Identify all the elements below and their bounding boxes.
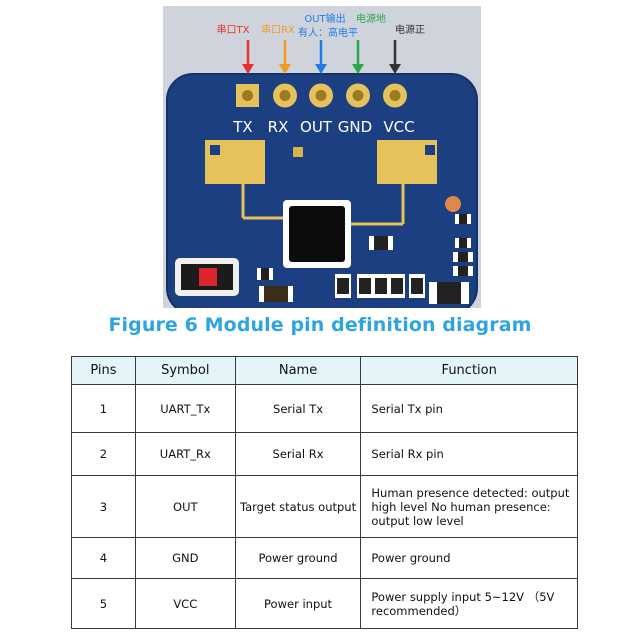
annotation-gnd: 电源地 bbox=[356, 12, 386, 25]
led-connector bbox=[175, 258, 239, 296]
header-name: Name bbox=[234, 356, 362, 385]
cell-pin: 3 bbox=[71, 475, 136, 538]
pin-label-gnd: GND bbox=[338, 118, 372, 136]
cell-pin: 2 bbox=[71, 432, 136, 476]
arrow-vcc bbox=[389, 40, 401, 74]
cell-name: Target status output bbox=[234, 475, 362, 538]
arrow-tx bbox=[242, 40, 254, 74]
cell-symbol: GND bbox=[134, 537, 236, 579]
cell-function: Power ground bbox=[360, 537, 578, 579]
antenna-left bbox=[205, 140, 291, 220]
annotation-vcc: 电源正 bbox=[395, 23, 425, 36]
pcb-board bbox=[167, 74, 477, 308]
cell-pin: 1 bbox=[71, 384, 136, 433]
annotation-tx: 串口TX bbox=[217, 24, 250, 36]
module-board-illustration: 串口TX 串口RX OUT输出 有人：高电平 电源地 电源正 bbox=[166, 12, 478, 308]
table-row: 4 GND Power ground Power ground bbox=[71, 537, 578, 579]
table-header-row: Pins Symbol Name Function bbox=[71, 356, 578, 385]
cell-name: Power ground bbox=[234, 537, 362, 579]
annotation-out-2: 有人：高电平 bbox=[298, 26, 358, 39]
annotation-out: OUT输出 bbox=[304, 12, 345, 25]
table-row: 2 UART_Rx Serial Rx Serial Rx pin bbox=[71, 432, 578, 476]
arrow-rx bbox=[279, 40, 291, 74]
cell-name: Serial Rx bbox=[234, 432, 362, 476]
cell-symbol: OUT bbox=[134, 475, 236, 538]
pin-pads bbox=[236, 83, 407, 108]
cell-function: Serial Rx pin bbox=[360, 432, 578, 476]
pin-label-tx: TX bbox=[232, 118, 252, 136]
pin-label-vcc: VCC bbox=[383, 118, 414, 136]
annotation-rx: 串口RX bbox=[261, 24, 295, 36]
cell-pin: 5 bbox=[71, 578, 136, 629]
arrow-out bbox=[315, 40, 327, 74]
cell-symbol: VCC bbox=[134, 578, 236, 629]
table-row: 1 UART_Tx Serial Tx Serial Tx pin bbox=[71, 384, 578, 433]
figure-caption: Figure 6 Module pin definition diagram bbox=[108, 314, 532, 336]
cell-symbol: UART_Tx bbox=[134, 384, 236, 433]
header-symbol: Symbol bbox=[134, 356, 236, 385]
arrow-gnd bbox=[352, 40, 364, 74]
cell-function: Human presence detected: output high lev… bbox=[360, 475, 578, 538]
test-pad bbox=[293, 147, 303, 157]
smd-components bbox=[257, 196, 473, 304]
cell-name: Serial Tx bbox=[234, 384, 362, 433]
antenna-right bbox=[349, 140, 437, 226]
header-function: Function bbox=[360, 356, 578, 385]
pin-definition-table: Pins Symbol Name Function 1 UART_Tx Seri… bbox=[71, 356, 578, 629]
module-board-image: 串口TX 串口RX OUT输出 有人：高电平 电源地 电源正 bbox=[163, 6, 481, 308]
pin-label-out: OUT bbox=[300, 118, 333, 136]
cell-name: Power input bbox=[234, 578, 362, 629]
table-row: 3 OUT Target status output Human presenc… bbox=[71, 475, 578, 538]
radar-chip bbox=[283, 200, 351, 268]
header-pins: Pins bbox=[71, 356, 136, 385]
cell-symbol: UART_Rx bbox=[134, 432, 236, 476]
cell-function: Serial Tx pin bbox=[360, 384, 578, 433]
pin-label-rx: RX bbox=[268, 118, 289, 136]
cell-pin: 4 bbox=[71, 537, 136, 579]
table-row: 5 VCC Power input Power supply input 5~1… bbox=[71, 578, 578, 629]
cell-function: Power supply input 5~12V （5V recommended… bbox=[360, 578, 578, 629]
